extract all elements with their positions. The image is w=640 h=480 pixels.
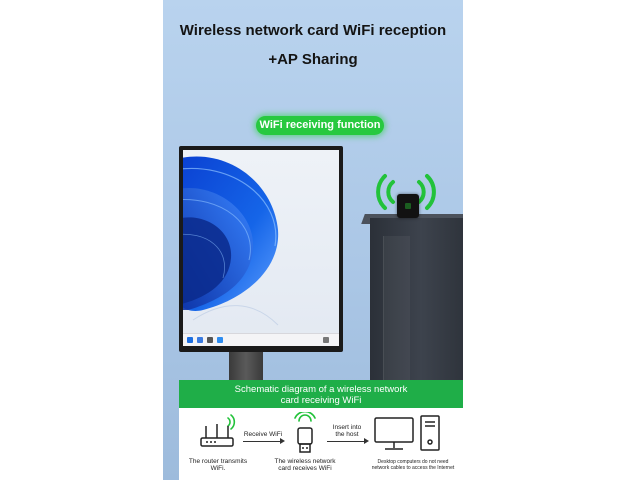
adapter-led	[405, 203, 411, 209]
taskbar	[183, 333, 339, 346]
router-icon	[200, 414, 236, 447]
start-icon	[187, 337, 193, 343]
router-caption: The router transmits WiFi.	[185, 458, 251, 472]
taskbar-app-icon	[207, 337, 213, 343]
monitor	[179, 146, 343, 352]
windows-wallpaper	[183, 156, 279, 326]
headline: Wireless network card WiFi reception	[179, 22, 447, 39]
tower-panel	[383, 236, 410, 386]
diagram-header: Schematic diagram of a wireless network …	[179, 380, 463, 408]
card-caption-line2: card receives WiFi	[278, 465, 332, 472]
usb-adapter	[397, 194, 419, 218]
arrow-insert	[327, 441, 365, 442]
wifi-icon	[376, 174, 436, 210]
card-caption: The wireless network card receives WiFi	[269, 458, 341, 472]
arrow-label-insert-line2: the host	[335, 431, 359, 438]
desktop-caption: Desktop computers do not need network ca…	[365, 459, 461, 471]
diagram-title-line1: Schematic diagram of a wireless network	[234, 384, 408, 395]
taskbar-tray-icon	[323, 337, 329, 343]
router-caption-line1: The router transmits	[188, 458, 248, 465]
usb-adapter-icon	[294, 412, 316, 453]
schematic-diagram: Schematic diagram of a wireless network …	[179, 380, 463, 480]
feature-badge: WiFi receiving function	[256, 116, 384, 135]
taskbar-app-icon	[197, 337, 203, 343]
desktop-caption-line2: network cables to access the Internet	[371, 465, 455, 471]
subheadline: +AP Sharing	[268, 51, 358, 68]
arrow-label-insert: Insert into the host	[325, 424, 369, 438]
diagram-title-line2: card receiving WiFi	[280, 395, 362, 406]
card-caption-line1: The wireless network	[274, 458, 336, 465]
router-caption-line2: WiFi.	[210, 465, 226, 472]
arrow-receive-head	[280, 438, 285, 444]
taskbar-app-icon	[217, 337, 223, 343]
product-poster: Wireless network card WiFi reception +AP…	[163, 0, 463, 480]
arrow-label-receive: Receive WiFi	[243, 431, 283, 438]
arrow-insert-head	[364, 438, 369, 444]
desktop-computer-icon	[374, 415, 440, 451]
arrow-receive	[243, 441, 281, 442]
monitor-screen	[183, 150, 339, 346]
arrow-label-insert-line1: Insert into	[332, 424, 362, 431]
desktop-caption-line1: Desktop computers do not need	[377, 459, 449, 465]
